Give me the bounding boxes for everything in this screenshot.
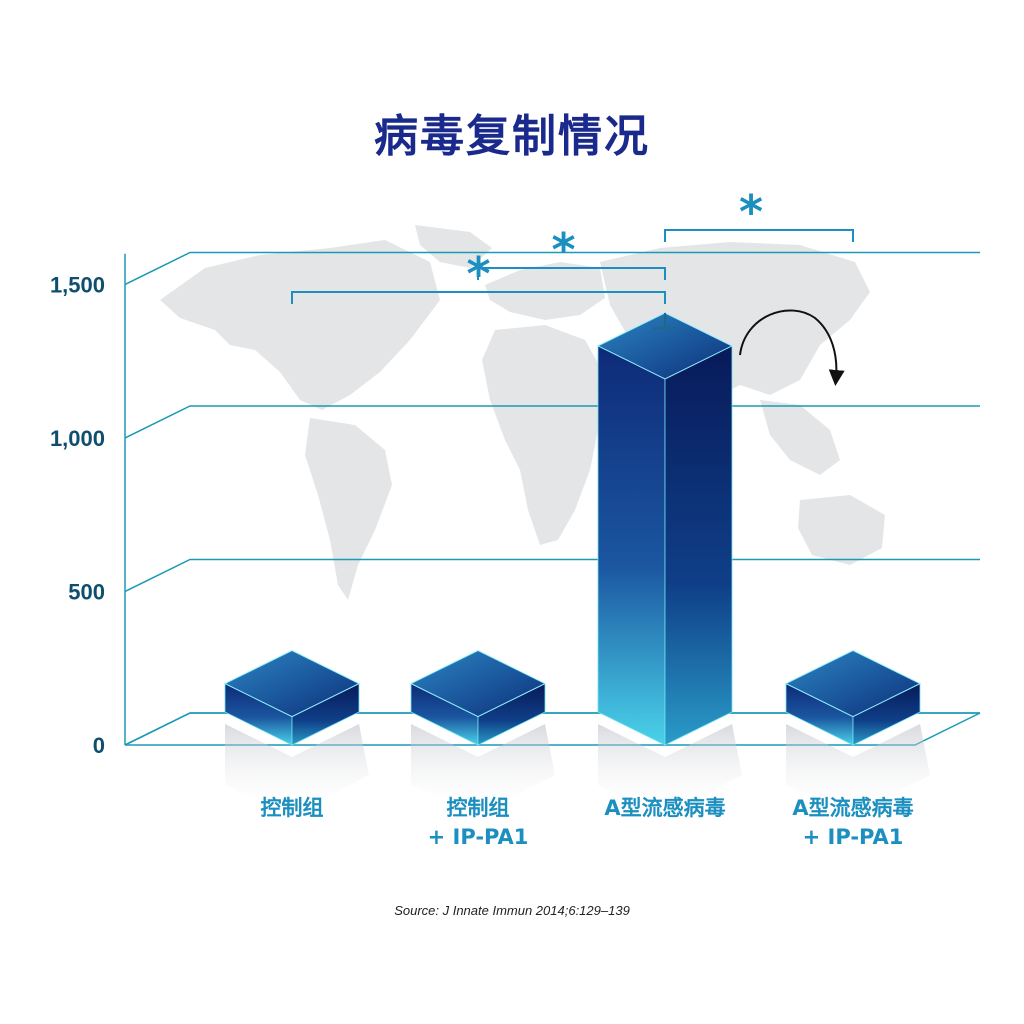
bar	[223, 650, 369, 815]
bar-shadow	[292, 724, 369, 815]
bar	[409, 650, 555, 815]
y-tick-label: 500	[68, 580, 105, 605]
bar-shadow	[853, 724, 930, 815]
x-tick-label-line: A型流感病毒	[604, 796, 725, 820]
bar	[596, 312, 742, 815]
bar-top-face	[596, 312, 734, 380]
bar	[784, 650, 930, 815]
y-axis: 0 500 1,000 1,500	[50, 273, 105, 759]
x-tick-label: 控制组	[261, 796, 324, 820]
bar-shadow	[598, 724, 665, 815]
x-tick-label: A型流感病毒 + IP-PA1	[792, 796, 913, 849]
bar-shadow	[225, 724, 292, 815]
significance-bracket	[291, 291, 666, 304]
gridline	[124, 251, 980, 286]
bar-left-face	[597, 345, 666, 746]
gridline	[124, 558, 980, 593]
bar-top-face	[409, 650, 547, 718]
y-tick-label: 1,000	[50, 426, 105, 451]
y-tick-label: 0	[93, 733, 105, 758]
significance-star: *	[551, 223, 575, 277]
x-axis: 控制组 控制组 + IP-PA1 A型流感病毒 A型流感病毒 + IP-PA1	[261, 796, 914, 849]
x-tick-label-line: + IP-PA1	[803, 825, 904, 849]
bar-shadow	[665, 724, 742, 815]
chart-grid	[124, 251, 981, 746]
y-tick-label: 1,500	[50, 273, 105, 298]
source-citation: Source: J Innate Immun 2014;6:129–139	[394, 903, 630, 918]
bar-shadow	[411, 724, 478, 815]
significance-star: *	[739, 185, 763, 239]
bar-top-face	[223, 650, 361, 718]
chart-title: 病毒复制情况	[374, 111, 650, 162]
x-tick-label-line: A型流感病毒	[792, 796, 913, 820]
bar-shadow	[786, 724, 853, 815]
x-tick-label-line: 控制组	[447, 796, 510, 820]
bar-right-face	[664, 345, 733, 746]
x-tick-label-line: 控制组	[261, 796, 324, 820]
significance-bracket	[664, 229, 854, 242]
x-tick-label-line: + IP-PA1	[428, 825, 529, 849]
bar-top-face	[784, 650, 922, 718]
floor-plane	[124, 712, 981, 746]
x-tick-label: A型流感病毒	[604, 796, 725, 820]
x-tick-label: 控制组 + IP-PA1	[428, 796, 529, 849]
bars	[223, 312, 930, 815]
significance-bracket	[477, 267, 666, 280]
significance-brackets: ***	[291, 185, 854, 304]
world-map-icon	[160, 225, 885, 600]
bar-shadow	[478, 724, 555, 815]
curved-arrow-icon	[739, 309, 845, 386]
